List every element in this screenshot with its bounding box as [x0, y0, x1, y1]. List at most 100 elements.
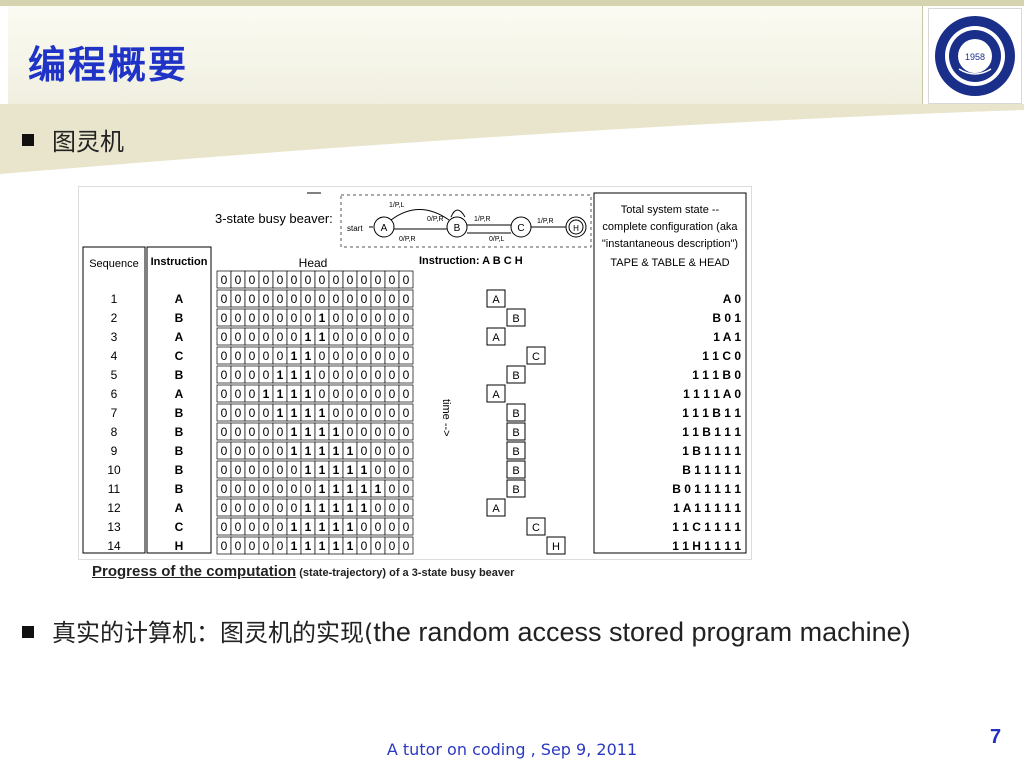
- tape-symbol: 0: [361, 273, 368, 287]
- tape-symbol: 0: [319, 292, 326, 306]
- tape-symbol: 0: [333, 349, 340, 363]
- state-box-letter: B: [512, 408, 519, 420]
- head-header: Head: [299, 256, 328, 270]
- config-box: [593, 192, 747, 554]
- tape-symbol: 0: [389, 330, 396, 344]
- state-box-letter: A: [492, 294, 500, 306]
- bullet1-text: 图灵机: [52, 128, 124, 156]
- tape-symbol: 0: [333, 387, 340, 401]
- tape-symbol: 1: [305, 387, 312, 401]
- tape-symbol: 0: [221, 425, 228, 439]
- tape-symbol: 0: [403, 539, 410, 553]
- instruction-letter: B: [175, 406, 184, 420]
- tape-symbol: 1: [333, 501, 340, 515]
- tape-symbol: 0: [347, 425, 354, 439]
- tape-symbol: 0: [389, 292, 396, 306]
- tape-symbol: 0: [375, 368, 382, 382]
- state-box: [546, 536, 566, 555]
- bullet-square-icon: [22, 625, 34, 638]
- configuration-text: 1 1 C 0: [702, 349, 741, 363]
- state-circle-a: [373, 216, 395, 238]
- tape-symbol: 1: [291, 387, 298, 401]
- sequence-number: 11: [108, 482, 121, 496]
- tape-symbol: 1: [319, 482, 326, 496]
- tape-symbol: 1: [361, 482, 368, 496]
- tape-symbol: 0: [347, 273, 354, 287]
- tape-symbol: 0: [389, 406, 396, 420]
- config-head-4: TAPE & TABLE & HEAD: [610, 257, 729, 269]
- tape-cell: [398, 498, 414, 517]
- configuration-text: B 0 1 1 1 1 1: [672, 482, 741, 496]
- sequence-number: 6: [111, 387, 118, 401]
- slide-header: 编程概要: [8, 6, 923, 104]
- tape-symbol: 0: [291, 311, 298, 325]
- tape-symbol: 1: [319, 330, 326, 344]
- tape-symbol: 0: [263, 273, 270, 287]
- tape-symbol: 1: [305, 463, 312, 477]
- tape-symbol: 0: [291, 273, 298, 287]
- figure-caption: Progress of the computation (state-traje…: [92, 563, 514, 580]
- sequence-number: 4: [111, 349, 118, 363]
- tape-symbol: 0: [277, 463, 284, 477]
- tape-symbol: 0: [347, 368, 354, 382]
- tape-symbol: 1: [305, 501, 312, 515]
- tape-symbol: 0: [375, 425, 382, 439]
- tape-symbol: 0: [249, 520, 256, 534]
- tape-symbol: 1: [263, 387, 270, 401]
- tape-symbol: 1: [347, 501, 354, 515]
- tape-symbol: 1: [319, 425, 326, 439]
- tape-symbol: 0: [235, 425, 242, 439]
- top-stripe: [0, 0, 1024, 6]
- tape-symbol: 0: [361, 406, 368, 420]
- sequence-number: 10: [107, 463, 121, 477]
- tape-symbol: 1: [319, 520, 326, 534]
- tape-symbol: 0: [263, 330, 270, 344]
- instruction-column: [146, 246, 212, 554]
- configuration-text: 1 B 1 1 1 1: [682, 444, 741, 458]
- tape-symbol: 1: [333, 482, 340, 496]
- tape-symbol: 1: [333, 539, 340, 553]
- tape-symbol: 0: [403, 501, 410, 515]
- tape-symbol: 0: [389, 444, 396, 458]
- tape-symbol: 0: [333, 368, 340, 382]
- tape-symbol: 1: [333, 520, 340, 534]
- tape-symbol: 1: [319, 444, 326, 458]
- tape-cell: [398, 308, 414, 327]
- tape-symbol: 0: [263, 463, 270, 477]
- tape-symbol: 0: [235, 482, 242, 496]
- configuration-text: 1 1 C 1 1 1 1: [672, 520, 741, 534]
- tape-symbol: 0: [319, 273, 326, 287]
- sequence-number: 7: [111, 406, 118, 420]
- tape-symbol: 0: [277, 330, 284, 344]
- tape-symbol: 0: [235, 311, 242, 325]
- tape-symbol: 0: [263, 520, 270, 534]
- instruction-letter: B: [175, 425, 184, 439]
- tape-symbol: 0: [403, 406, 410, 420]
- tape-symbol: 1: [305, 349, 312, 363]
- tape-symbol: 0: [403, 520, 410, 534]
- tape-symbol: 1: [333, 463, 340, 477]
- tape-symbol: 0: [347, 330, 354, 344]
- state-box: [486, 327, 506, 346]
- tape-symbol: 0: [347, 406, 354, 420]
- tape-symbol: 0: [235, 292, 242, 306]
- instruction-letter: B: [175, 463, 184, 477]
- tape-symbol: 1: [361, 501, 368, 515]
- tape-symbol: 0: [235, 463, 242, 477]
- tape-symbol: 1: [291, 520, 298, 534]
- instruction-letter: B: [175, 368, 184, 382]
- tape-symbol: 0: [249, 539, 256, 553]
- configuration-text: 1 1 1 1 A 0: [683, 387, 741, 401]
- tape-symbol: 0: [235, 273, 242, 287]
- trans-2: 0/P,R: [427, 216, 444, 223]
- caption-main: Progress of the computation: [92, 563, 297, 580]
- tape-symbol: 0: [221, 273, 228, 287]
- tape-symbol: 0: [263, 406, 270, 420]
- tape-symbol: 0: [221, 520, 228, 534]
- state-box-letter: B: [512, 446, 519, 458]
- tape-symbol: 0: [277, 273, 284, 287]
- tape-symbol: 0: [403, 444, 410, 458]
- tape-symbol: 0: [375, 520, 382, 534]
- tape-symbol: 1: [291, 406, 298, 420]
